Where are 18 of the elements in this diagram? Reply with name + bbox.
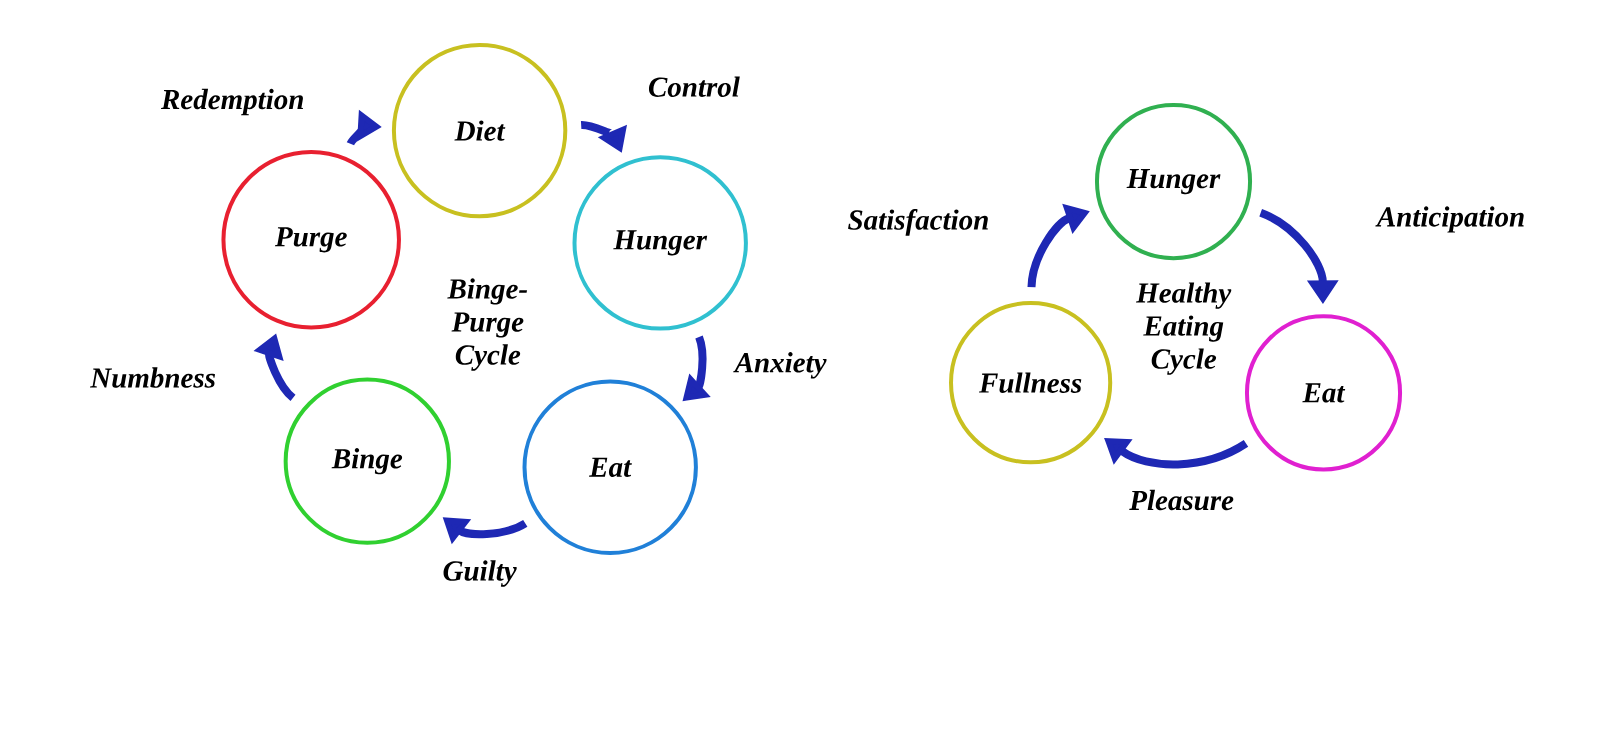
edge-label: Guilty: [443, 560, 517, 587]
cycle-title: Binge-Purge Cycle: [447, 278, 528, 371]
circle-node: Fullness: [949, 301, 1113, 465]
circle-node: Eat: [1244, 314, 1403, 472]
edge-label: Redemption: [160, 88, 303, 116]
circle-node: Eat: [522, 379, 698, 555]
circle-node: Binge: [283, 377, 451, 545]
cycle-title: Healthy Eating Cycle: [1135, 282, 1232, 375]
edge-label: Pleasure: [1129, 489, 1234, 511]
edge-label: Anxiety: [733, 352, 827, 379]
circle-node: Hunger: [572, 155, 748, 331]
circle-node: Hunger: [1094, 103, 1253, 261]
edge-label: Anticipation: [1375, 206, 1524, 233]
circle-node: Diet: [391, 42, 568, 219]
circle-node: Purge: [221, 150, 401, 330]
edge-label: Numbness: [90, 367, 216, 388]
edge-label: Satisfaction: [848, 209, 988, 236]
edge-label: Control: [648, 76, 740, 97]
